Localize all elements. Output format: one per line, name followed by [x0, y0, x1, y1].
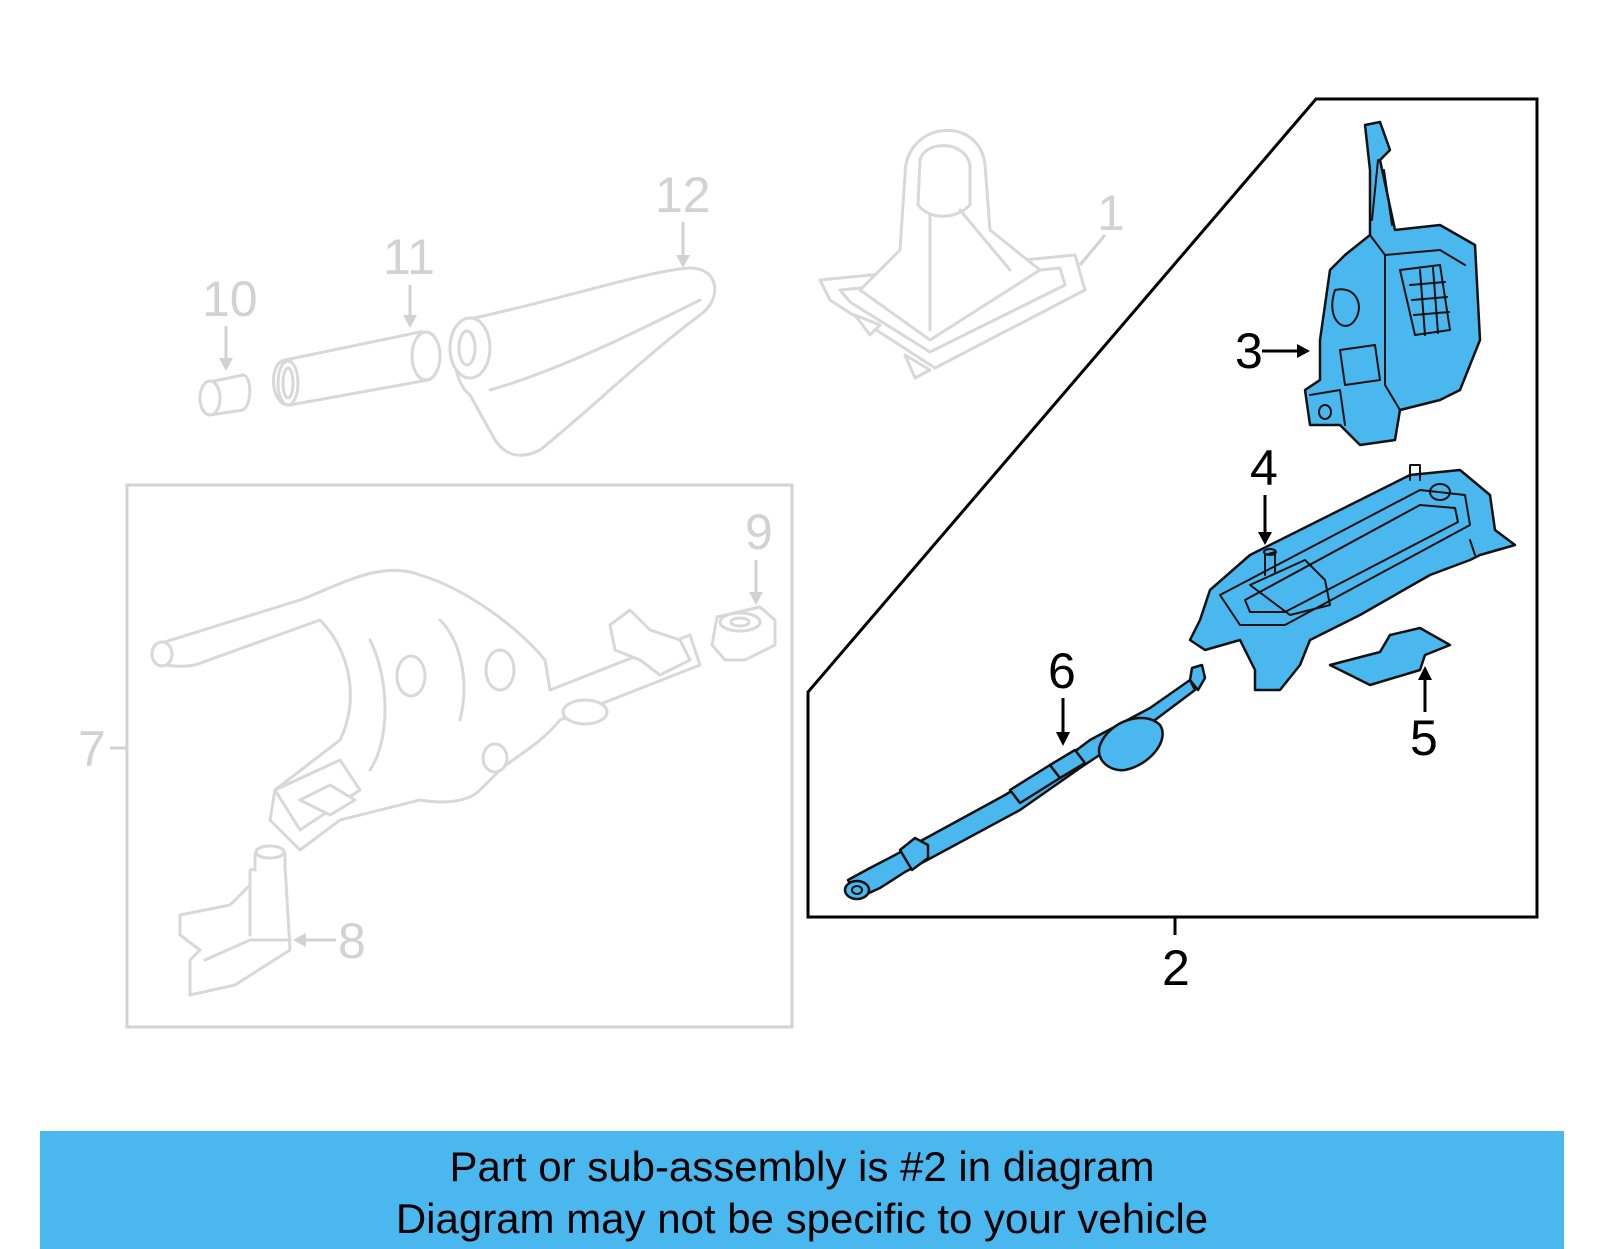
banner-line-1: Part or sub-assembly is #2 in diagram: [449, 1143, 1155, 1190]
svg-text:10: 10: [202, 271, 258, 327]
part-10-button[interactable]: [198, 373, 252, 417]
part-6-shift-cable[interactable]: [843, 663, 1207, 901]
svg-text:1: 1: [1097, 185, 1125, 241]
part-4-housing-base[interactable]: [1188, 464, 1517, 692]
svg-text:3: 3: [1235, 323, 1263, 379]
banner-line-2: Diagram may not be specific to your vehi…: [395, 1195, 1209, 1242]
callout-8: 8: [293, 913, 366, 969]
part-5-pad[interactable]: [1328, 626, 1452, 687]
part-1-shift-boot[interactable]: [818, 129, 1087, 380]
part-8-bracket[interactable]: [178, 844, 292, 997]
svg-text:9: 9: [745, 504, 773, 560]
svg-text:11: 11: [383, 229, 435, 285]
callout-4: 4: [1250, 440, 1278, 545]
part-12-handle-cover[interactable]: [448, 266, 717, 457]
callout-6: 6: [1048, 643, 1076, 746]
svg-text:8: 8: [338, 913, 366, 969]
svg-text:5: 5: [1410, 710, 1438, 766]
part-7-lever-assembly[interactable]: [150, 568, 702, 852]
callout-12: 12: [655, 167, 711, 268]
part-11-grip[interactable]: [272, 330, 442, 407]
callout-7: 7: [78, 721, 127, 777]
callout-9: 9: [745, 504, 773, 605]
callout-3: 3: [1235, 323, 1310, 379]
callout-11: 11: [383, 229, 435, 328]
callout-1: 1: [1078, 185, 1125, 266]
info-banner: Part or sub-assembly is #2 in diagram Di…: [40, 1131, 1564, 1249]
callout-5: 5: [1410, 666, 1438, 766]
svg-text:2: 2: [1162, 940, 1190, 996]
part-3-shifter-mechanism[interactable]: [1303, 120, 1482, 447]
svg-text:7: 7: [78, 721, 106, 777]
part-9-nut[interactable]: [710, 605, 777, 662]
svg-text:12: 12: [655, 167, 711, 223]
group-box-7: [125, 483, 794, 1029]
svg-text:6: 6: [1048, 643, 1076, 699]
callout-10: 10: [202, 271, 258, 371]
assembly-2-outline: [806, 97, 1539, 919]
svg-text:4: 4: [1250, 440, 1278, 496]
callout-2: 2: [1162, 917, 1190, 996]
